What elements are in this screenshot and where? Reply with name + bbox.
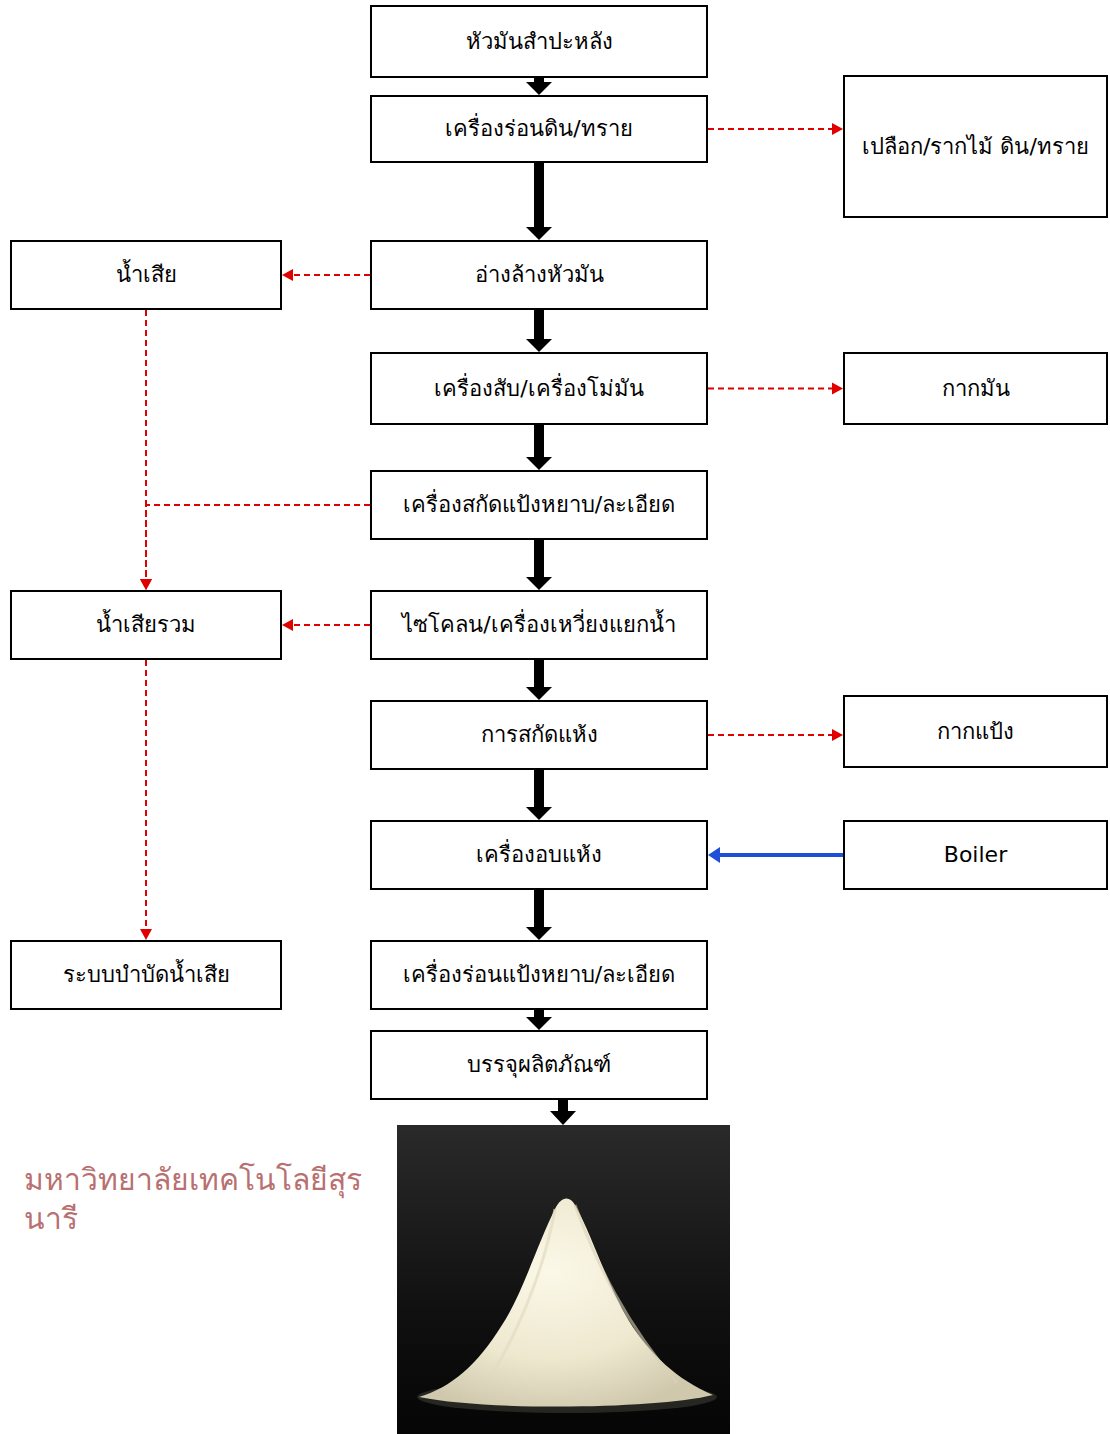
box-text: หัวมันสำปะหลัง xyxy=(466,26,613,58)
arrow-head xyxy=(550,1111,576,1125)
flow-connector xyxy=(708,847,843,863)
box-text: การสกัดแห้ง xyxy=(481,719,598,751)
arrow-head xyxy=(140,579,152,590)
process-box: กากมัน xyxy=(843,352,1108,425)
flow-connector xyxy=(526,1010,552,1030)
connector-line xyxy=(145,660,147,929)
process-box: เครื่องร่อนดิน/ทราย xyxy=(370,95,708,163)
connector-line xyxy=(534,1010,544,1017)
process-box: เครื่องสับ/เครื่องโม่มัน xyxy=(370,352,708,425)
arrow-head xyxy=(526,577,552,590)
box-text: เครื่องสกัดแป้งหยาบ/ละเอียด xyxy=(403,489,675,521)
process-box: การสกัดแห้ง xyxy=(370,700,708,770)
flow-connector xyxy=(708,123,843,135)
box-text: ไซโคลน/เครื่องเหวี่ยงแยกน้ำ xyxy=(402,609,675,641)
box-text: Boiler xyxy=(944,839,1007,871)
flow-connector xyxy=(140,505,370,590)
photo-ground xyxy=(397,1125,730,1434)
flow-connector xyxy=(526,770,552,820)
starch-pile xyxy=(419,1199,713,1407)
arrow-head xyxy=(832,123,843,135)
connector-line xyxy=(708,734,832,736)
connector-line xyxy=(708,128,832,130)
connector-line xyxy=(534,310,544,339)
connector-line xyxy=(145,310,147,579)
arrow-head xyxy=(140,579,152,590)
box-text: น้ำเสียรวม xyxy=(96,609,196,641)
arrow-head xyxy=(708,847,720,863)
connector-line xyxy=(293,274,370,276)
box-text: กากแป้ง xyxy=(937,716,1014,748)
box-text: น้ำเสีย xyxy=(116,259,177,291)
connector-line xyxy=(146,505,370,579)
box-text: เครื่องร่อนแป้งหยาบ/ละเอียด xyxy=(403,959,675,991)
arrow-head xyxy=(282,619,293,631)
box-text: กากมัน xyxy=(942,373,1010,405)
process-box: อ่างล้างหัวมัน xyxy=(370,240,708,310)
process-box: ไซโคลน/เครื่องเหวี่ยงแยกน้ำ xyxy=(370,590,708,660)
starch-photo xyxy=(397,1125,730,1434)
box-text: เปลือก/รากไม้ ดิน/ทราย xyxy=(862,131,1089,163)
connector-line xyxy=(534,425,544,457)
box-text: ระบบบำบัดน้ำเสีย xyxy=(63,959,230,991)
arrow-head xyxy=(526,457,552,470)
arrow-head xyxy=(526,687,552,700)
product-arrow xyxy=(550,1100,576,1125)
arrow-shaft xyxy=(558,1100,568,1112)
connector-line xyxy=(708,388,832,390)
connector-line xyxy=(293,624,370,626)
arrow-head xyxy=(526,82,552,95)
flow-connector xyxy=(526,540,552,590)
arrow-head xyxy=(140,929,152,940)
process-box: เครื่องอบแห้ง xyxy=(370,820,708,890)
box-text: อ่างล้างหัวมัน xyxy=(475,259,604,291)
flow-connector xyxy=(708,383,843,395)
process-box: เครื่องร่อนแป้งหยาบ/ละเอียด xyxy=(370,940,708,1010)
process-box: Boiler xyxy=(843,820,1108,890)
box-text: เครื่องร่อนดิน/ทราย xyxy=(445,113,632,145)
flow-connector xyxy=(526,425,552,470)
arrow-head xyxy=(526,339,552,352)
arrow-head xyxy=(526,1017,552,1030)
process-box: เปลือก/รากไม้ ดิน/ทราย xyxy=(843,75,1108,218)
connector-line xyxy=(534,540,544,577)
process-box: น้ำเสียรวม xyxy=(10,590,282,660)
process-box: เครื่องสกัดแป้งหยาบ/ละเอียด xyxy=(370,470,708,540)
arrow-head xyxy=(526,927,552,940)
box-text: บรรจุผลิตภัณฑ์ xyxy=(467,1049,611,1081)
connector-line xyxy=(534,163,544,227)
arrow-head xyxy=(526,227,552,240)
flow-connector xyxy=(708,729,843,741)
connector-line xyxy=(534,890,544,927)
flow-connector xyxy=(282,269,370,281)
arrow-head xyxy=(832,729,843,741)
connector-line xyxy=(534,770,544,807)
connector-line xyxy=(720,853,843,857)
process-box: ระบบบำบัดน้ำเสีย xyxy=(10,940,282,1010)
arrow-head xyxy=(282,269,293,281)
flow-connector xyxy=(140,660,152,940)
process-box: บรรจุผลิตภัณฑ์ xyxy=(370,1030,708,1100)
flow-connector xyxy=(526,163,552,240)
connector-line xyxy=(534,660,544,687)
flow-connector xyxy=(526,660,552,700)
flow-connector xyxy=(526,310,552,352)
process-box: กากแป้ง xyxy=(843,695,1108,768)
box-text: เครื่องอบแห้ง xyxy=(476,839,602,871)
flow-connector xyxy=(526,890,552,940)
watermark: มหาวิทยาลัยเทคโนโลยีสุรนารี xyxy=(24,1160,374,1238)
arrow-head xyxy=(526,807,552,820)
arrow-head xyxy=(832,383,843,395)
connector-line xyxy=(534,78,544,82)
flow-connector xyxy=(282,619,370,631)
box-text: เครื่องสับ/เครื่องโม่มัน xyxy=(434,373,643,405)
process-box: น้ำเสีย xyxy=(10,240,282,310)
pile-ridge xyxy=(493,1209,555,1373)
flow-connector xyxy=(526,78,552,95)
flow-connector xyxy=(140,310,152,590)
pile-ridge xyxy=(575,1205,677,1383)
process-box: หัวมันสำปะหลัง xyxy=(370,5,708,78)
